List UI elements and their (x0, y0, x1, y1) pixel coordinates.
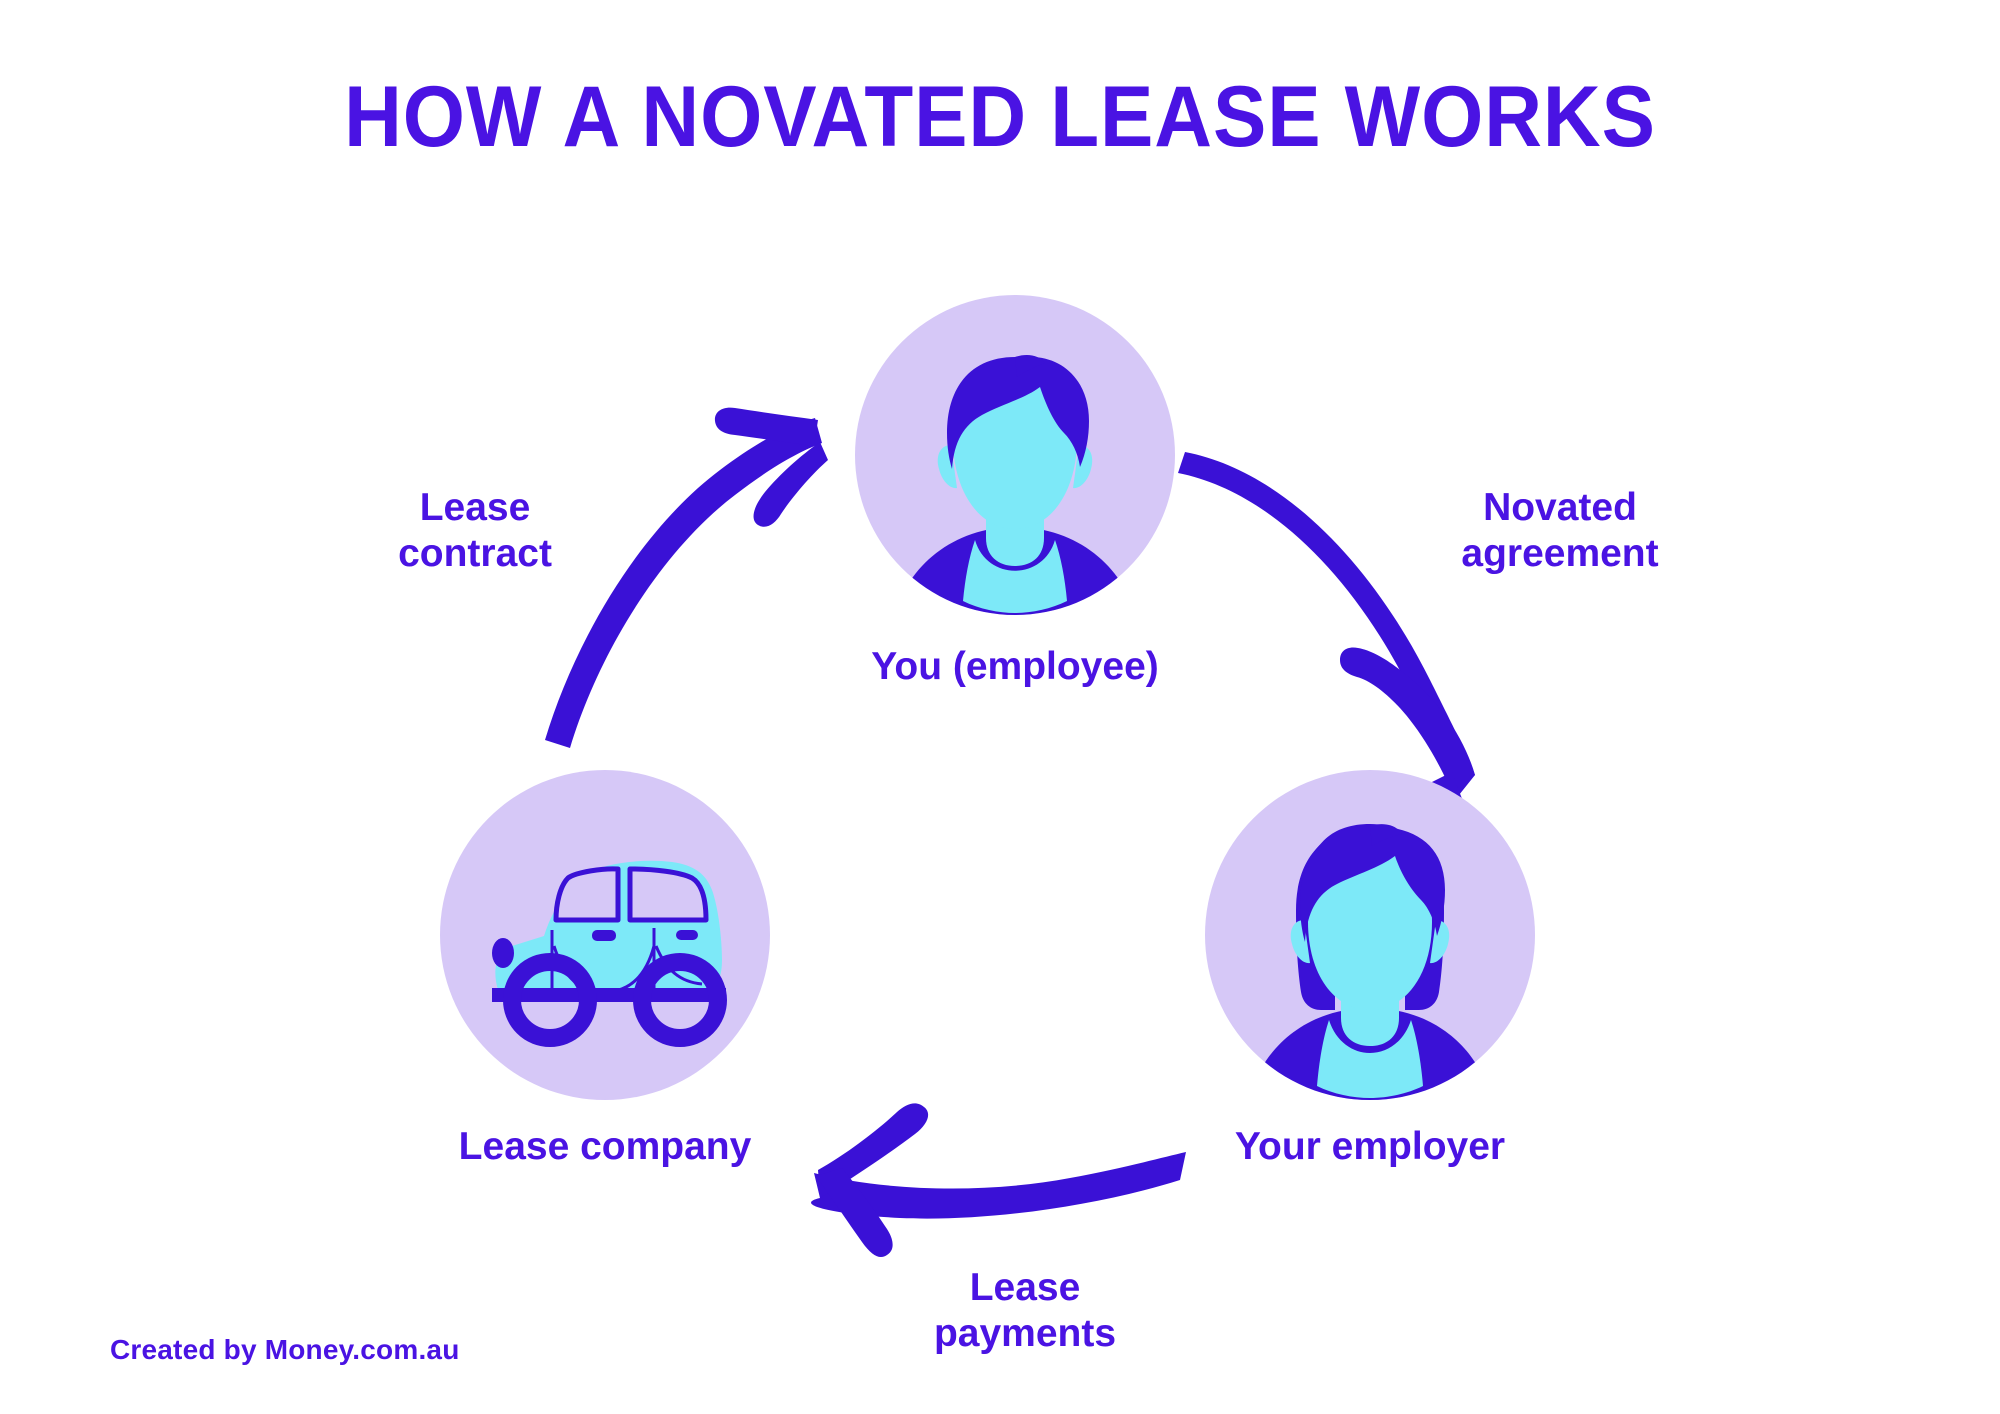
node-employee-label: You (employee) (871, 645, 1159, 688)
person-male-avatar-icon (895, 355, 1135, 615)
flow-label-lease-contract: Lease contract (398, 486, 552, 576)
node-employer-label: Your employer (1234, 1125, 1506, 1168)
lease-company-circle (440, 770, 770, 1100)
attribution-footer: Created by Money.com.au (110, 1334, 460, 1365)
node-employer[interactable]: Your employer (1205, 770, 1535, 1168)
employee-avatar-circle (855, 295, 1175, 615)
flow-label-lease-payments: Lease payments (933, 1266, 1117, 1356)
employer-avatar-circle (1205, 770, 1535, 1100)
person-female-avatar-icon (1249, 824, 1491, 1100)
page-title: HOW A NOVATED LEASE WORKS (344, 69, 1656, 165)
node-lease-company-label: Lease company (458, 1125, 752, 1168)
arrow-lease-contract (545, 407, 828, 748)
node-employee[interactable]: You (employee) (855, 295, 1175, 688)
flow-label-novated-agreement: Novated agreement (1461, 486, 1659, 576)
arrow-lease-payments (811, 1103, 1186, 1258)
car-icon (492, 860, 727, 1047)
node-lease-company[interactable]: Lease company (440, 770, 770, 1168)
